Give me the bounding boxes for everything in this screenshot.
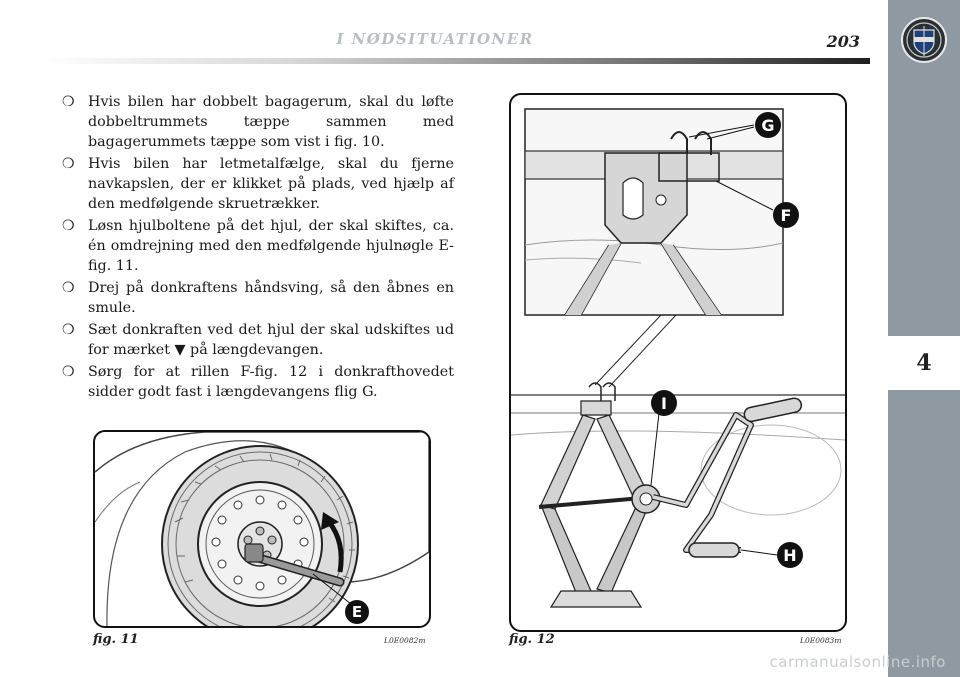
list-item-text: Hvis bilen har dobbelt bagagerum, skal d… (88, 94, 454, 150)
lancia-shield-logo-icon (901, 17, 947, 63)
header-rule (40, 58, 870, 64)
list-item-text: Sørg for at rillen F-fig. 12 i donkrafth… (88, 364, 454, 400)
figure-12-illustration: G F I (509, 93, 847, 632)
watermark: carmanualsonline.info (769, 653, 946, 671)
list-item: ❍ Hvis bilen har letmetalfælge, skal du f… (60, 154, 454, 214)
bullet-icon: ❍ (62, 156, 75, 172)
figure-11-illustration: E (93, 430, 431, 628)
figure-12-code: L0E0083m (800, 636, 842, 645)
callout-i: I (661, 394, 667, 413)
list-item: ❍ Sæt donkraften ved det hjul der skal ud… (60, 320, 454, 360)
bullet-icon: ❍ (62, 94, 75, 110)
callout-g: G (761, 116, 774, 135)
callout-h: H (783, 546, 796, 565)
list-item: ❍ Løsn hjulboltene på det hjul, der skal … (60, 216, 454, 276)
figure-11-code: L0E0082m (384, 636, 426, 645)
bullet-icon: ❍ (62, 218, 75, 234)
page-number: 203 (826, 32, 860, 51)
callout-f: F (781, 206, 792, 225)
scissor-jack-illustration: G F I (511, 108, 845, 608)
list-item: ❍ Hvis bilen har dobbelt bagagerum, skal … (60, 92, 454, 152)
figure-11-caption: fig. 11 (93, 632, 139, 647)
chapter-side-tab: 4 (888, 0, 960, 677)
figure-12-caption: fig. 12 (509, 632, 555, 647)
chapter-number: 4 (888, 336, 960, 390)
list-item-text: Løsn hjulboltene på det hjul, der skal s… (88, 218, 454, 274)
callout-e: E (352, 603, 362, 621)
list-item: ❍ Drej på donkraftens håndsving, så den å… (60, 278, 454, 318)
bullet-icon: ❍ (62, 322, 75, 338)
list-item-text: Sæt donkraften ved det hjul der skal uds… (88, 322, 454, 358)
list-item-text: Hvis bilen har letmetalfælge, skal du fj… (88, 156, 454, 212)
bullet-icon: ❍ (62, 364, 75, 380)
list-item: ❍ Sørg for at rillen F-fig. 12 i donkraft… (60, 362, 454, 402)
list-item-text: Drej på donkraftens håndsving, så den åb… (88, 280, 454, 316)
wheel-wrench-illustration: E (95, 432, 429, 626)
section-title: I NØDSITUATIONER (336, 30, 534, 48)
instruction-list: ❍ Hvis bilen har dobbelt bagagerum, skal … (60, 92, 454, 404)
bullet-icon: ❍ (62, 280, 75, 296)
